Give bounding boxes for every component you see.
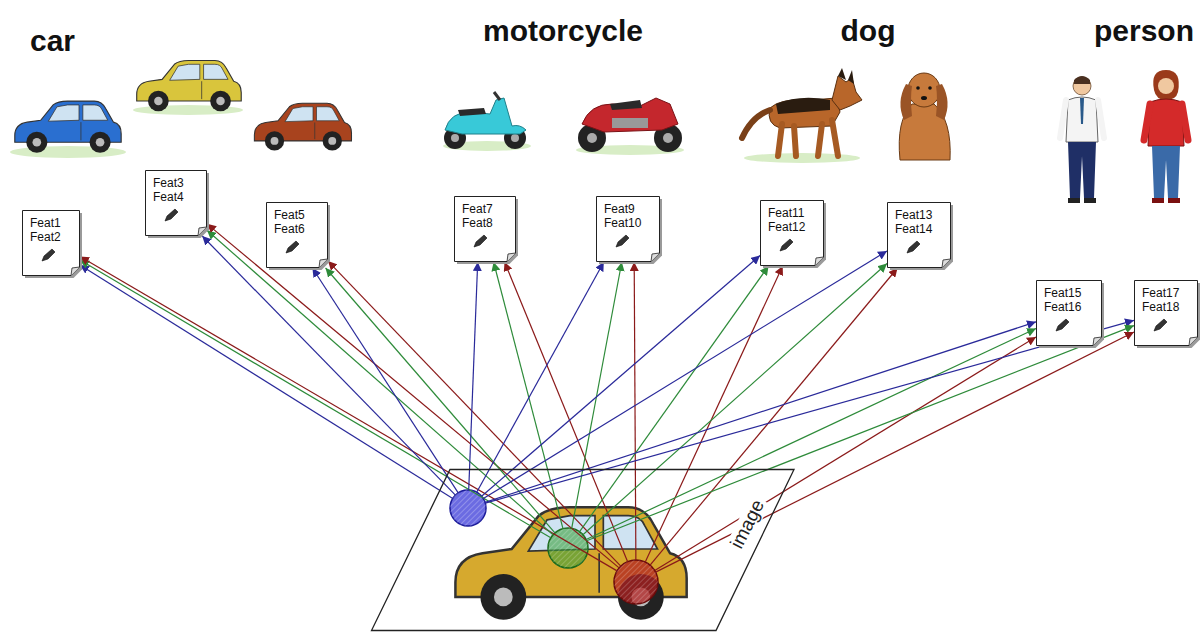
feature-match-arrow bbox=[645, 266, 782, 562]
feature-text: Feat9 Feat10 bbox=[604, 202, 650, 231]
feature-match-arrow bbox=[80, 260, 551, 538]
person-picture bbox=[1144, 70, 1188, 203]
image-outline bbox=[370, 468, 796, 632]
feature-match-arrow bbox=[482, 255, 760, 496]
feature-match-arrow bbox=[202, 236, 455, 495]
feature-match-arrow bbox=[587, 326, 1134, 541]
dog-picture bbox=[899, 73, 950, 160]
category-title: dog bbox=[841, 14, 896, 47]
feature-text: Feat15 Feat16 bbox=[1044, 286, 1092, 315]
feature-note: Feat17 Feat18 bbox=[1134, 280, 1198, 346]
feature-text: Feat7 Feat8 bbox=[462, 202, 506, 231]
pencil-icon bbox=[1054, 318, 1070, 332]
image-plane: image bbox=[370, 468, 796, 632]
person-picture bbox=[1060, 76, 1104, 203]
feature-match-arrow bbox=[80, 256, 617, 570]
feature-match-arrow bbox=[485, 320, 1134, 503]
feature-note: Feat7 Feat8 bbox=[454, 196, 516, 262]
feature-text: Feat5 Feat6 bbox=[274, 208, 318, 237]
scooter-picture bbox=[443, 92, 531, 151]
motorcycle-picture bbox=[576, 98, 684, 155]
pencil-icon bbox=[472, 234, 488, 248]
feature-match-arrow bbox=[656, 332, 1134, 572]
feature-text: Feat3 Feat4 bbox=[153, 176, 197, 205]
feature-note: Feat15 Feat16 bbox=[1036, 280, 1102, 346]
feature-match-arrow bbox=[655, 337, 1036, 571]
feature-match-arrow bbox=[207, 230, 553, 535]
feature-match-arrow bbox=[485, 322, 1036, 503]
feature-match-arrow bbox=[483, 251, 887, 499]
category-title: person bbox=[1094, 14, 1194, 47]
feature-note: Feat5 Feat6 bbox=[266, 202, 328, 268]
pencil-icon bbox=[778, 238, 794, 252]
pencil-icon bbox=[905, 240, 921, 254]
feature-match-arrow bbox=[580, 266, 769, 532]
car-picture bbox=[15, 101, 121, 153]
pencil-icon bbox=[163, 208, 179, 222]
feature-note: Feat11 Feat12 bbox=[760, 200, 824, 266]
feature-text: Feat1 Feat2 bbox=[30, 216, 70, 245]
pencil-icon bbox=[614, 234, 630, 248]
feature-match-arrow bbox=[634, 262, 636, 560]
feature-note: Feat3 Feat4 bbox=[145, 170, 207, 236]
feature-match-arrow bbox=[207, 224, 619, 568]
car-picture bbox=[254, 103, 351, 150]
feature-region bbox=[450, 490, 658, 604]
image-label: image bbox=[726, 495, 770, 554]
feature-match-arrow bbox=[583, 264, 887, 535]
car-picture bbox=[137, 61, 242, 112]
feature-note: Feat13 Feat14 bbox=[887, 202, 951, 268]
feature-match-arrow bbox=[505, 262, 628, 562]
pencil-icon bbox=[40, 248, 56, 262]
feature-match-arrow bbox=[469, 262, 478, 490]
pencil-icon bbox=[284, 240, 300, 254]
dog-picture bbox=[742, 68, 862, 163]
feature-text: Feat17 Feat18 bbox=[1142, 286, 1188, 315]
pencil-icon bbox=[1152, 318, 1168, 332]
category-title: car bbox=[30, 24, 75, 57]
feature-note: Feat1 Feat2 bbox=[22, 210, 80, 276]
category-title: motorcycle bbox=[483, 14, 643, 47]
feature-match-arrow bbox=[572, 262, 622, 528]
feature-match-arrow bbox=[312, 268, 458, 493]
feature-match-arrow bbox=[586, 328, 1036, 539]
feature-text: Feat13 Feat14 bbox=[895, 208, 941, 237]
feature-match-arrow bbox=[650, 268, 897, 565]
feature-note: Feat9 Feat10 bbox=[596, 196, 660, 262]
feature-text: Feat11 Feat12 bbox=[768, 206, 814, 235]
